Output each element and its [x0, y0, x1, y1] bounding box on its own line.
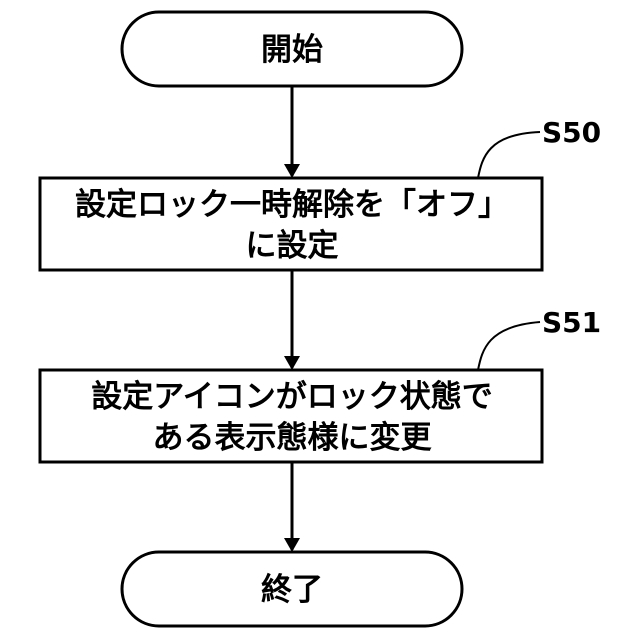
arrowhead-start-to-s50	[284, 164, 300, 178]
leader-line-s50	[478, 132, 540, 178]
process-s50-line2: に設定	[246, 228, 339, 264]
leader-line-s51	[478, 322, 540, 370]
end-label: 終了	[261, 572, 323, 608]
step-label-s50: S50	[542, 116, 601, 149]
process-s50-line1: 設定ロック一時解除を「オフ」	[75, 187, 509, 223]
arrowhead-s50-to-s51	[284, 356, 300, 370]
start-label: 開始	[261, 32, 323, 68]
step-label-s51: S51	[542, 306, 601, 339]
process-s51-line2: ある表示態様に変更	[153, 420, 433, 456]
arrowhead-s51-to-end	[284, 538, 300, 552]
process-s51-line1: 設定アイコンがロック状態で	[91, 379, 492, 415]
